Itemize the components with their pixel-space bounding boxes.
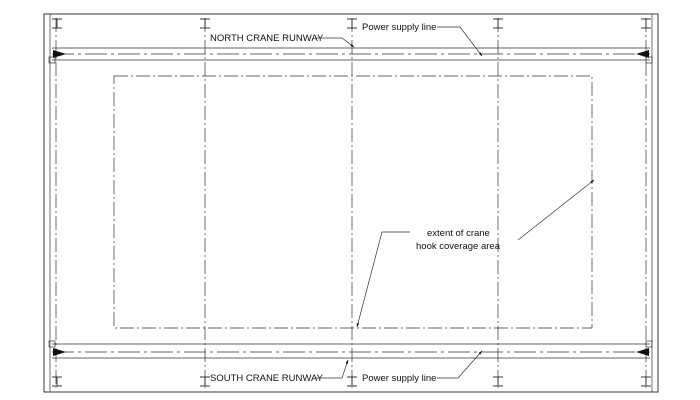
extent-leader-bottom — [356, 231, 410, 328]
building-outline — [43, 13, 659, 393]
column-top-2 — [200, 18, 210, 29]
column-top-4 — [493, 18, 503, 29]
north-runway-end-stop-left — [53, 50, 66, 58]
north-runway-end-stop-right — [636, 50, 649, 58]
extent-leader-right — [517, 179, 595, 241]
north-runway-label: NORTH CRANE RUNWAY — [210, 33, 324, 44]
power-supply-north-label: Power supply line — [362, 22, 436, 33]
columns — [52, 18, 651, 387]
power-supply-south-leader — [437, 350, 483, 379]
column-bottom-4 — [493, 376, 503, 387]
column-bottom-1 — [52, 376, 62, 387]
column-top-5 — [641, 18, 651, 29]
column-top-3 — [347, 18, 357, 29]
south-runway-end-stop-left — [53, 348, 66, 356]
extent-label-line2: hook coverage area — [416, 241, 501, 252]
south-runway-end-stop-right — [636, 348, 649, 356]
south-runway-leader — [316, 359, 349, 379]
column-gridlines — [55, 18, 647, 388]
column-top-1 — [52, 18, 62, 29]
extent-label-line1: extent of crane — [427, 228, 490, 239]
south-runway-label: SOUTH CRANE RUNWAY — [210, 373, 324, 384]
power-supply-south-label: Power supply line — [362, 373, 436, 384]
north-crane-runway — [48, 47, 653, 64]
north-runway-leader — [316, 37, 355, 48]
power-supply-north-leader — [437, 26, 483, 57]
leaders — [316, 26, 595, 379]
south-crane-runway — [48, 340, 653, 359]
column-bottom-3 — [347, 376, 357, 387]
column-bottom-5 — [641, 376, 651, 387]
south-rail-end-right — [645, 340, 653, 348]
north-rail-end-left — [48, 56, 56, 64]
column-bottom-2 — [200, 376, 210, 387]
south-rail-end-left — [48, 340, 56, 348]
hook-coverage-area — [113, 75, 593, 329]
north-rail-end-right — [645, 56, 653, 64]
